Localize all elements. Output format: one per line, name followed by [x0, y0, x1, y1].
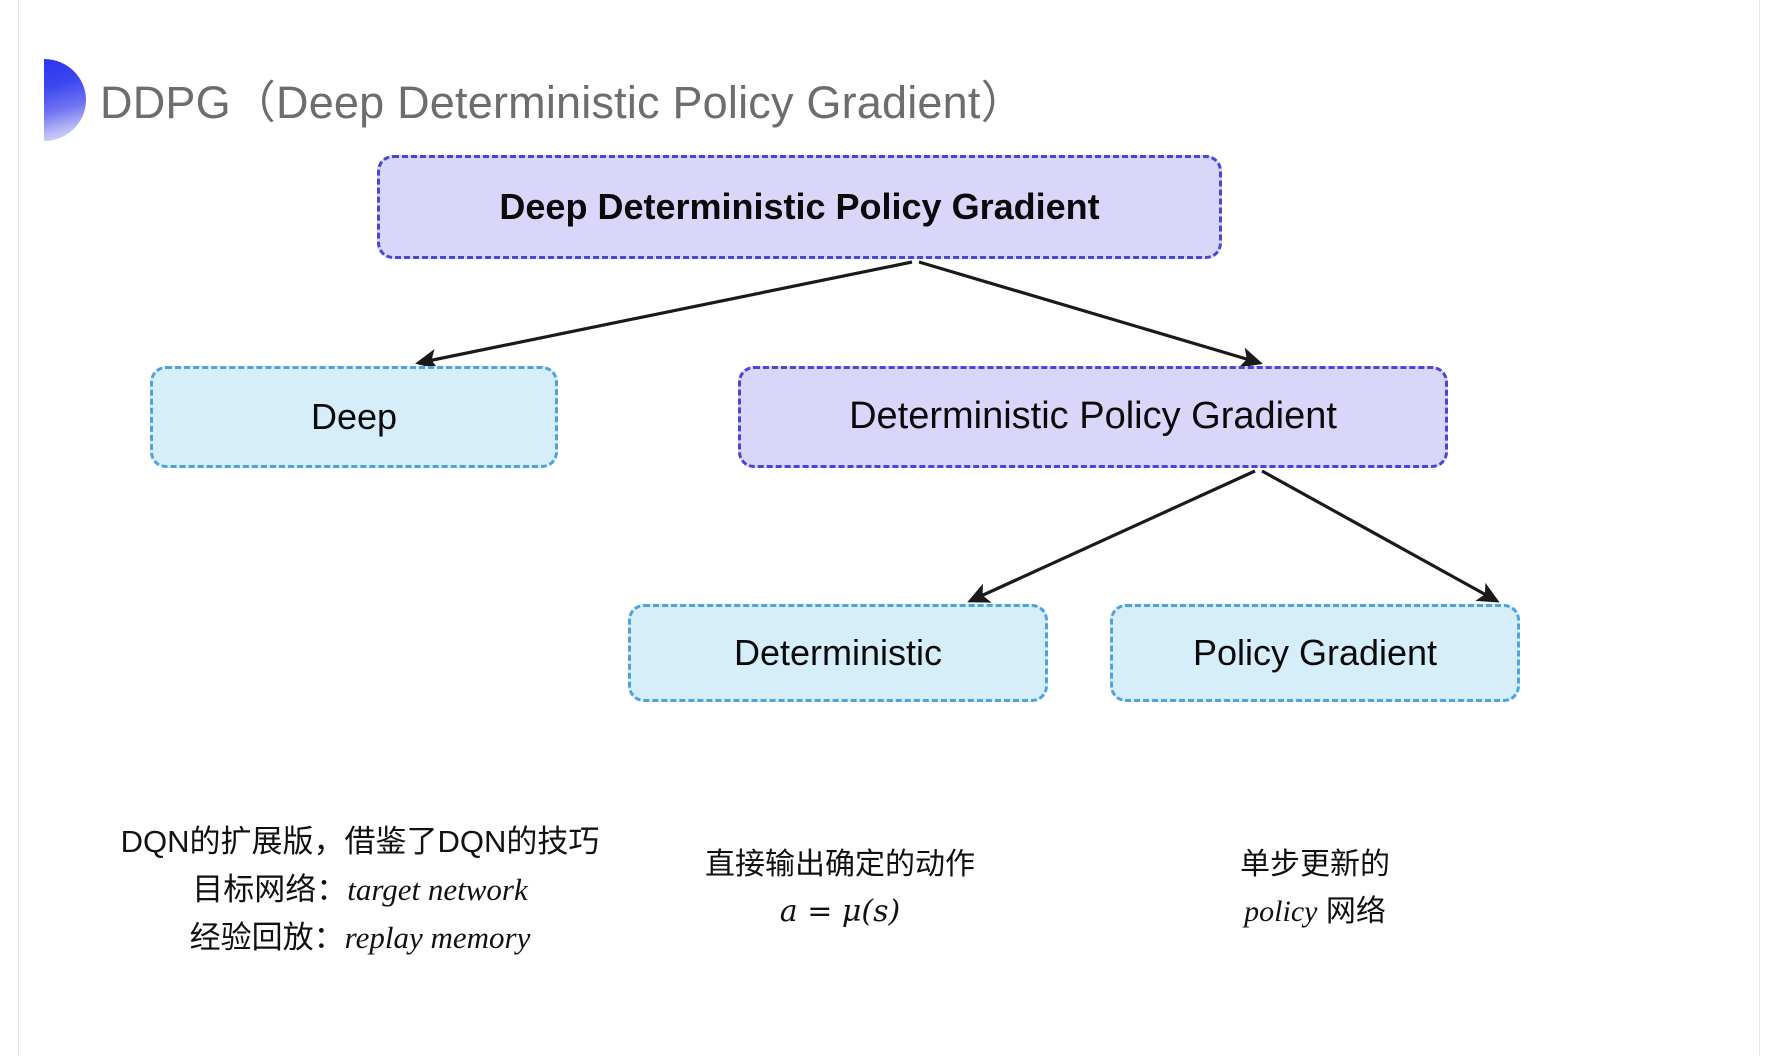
- slide-title-row: DDPG（Deep Deterministic Policy Gradient）: [44, 59, 1026, 141]
- caption-deterministic: 直接输出确定的动作 a = μ(s): [640, 842, 1040, 935]
- caption-policy-gradient-term: policy: [1244, 894, 1318, 928]
- caption-deep-line2: 目标网络：target network: [100, 866, 620, 914]
- slide-right-border: [1759, 0, 1760, 1056]
- caption-policy-gradient: 单步更新的 policy 网络: [1120, 842, 1510, 935]
- caption-deterministic-line1: 直接输出确定的动作: [705, 848, 975, 881]
- caption-policy-gradient-tail: 网络: [1317, 894, 1386, 928]
- caption-deep-line2-label: 目标网络：: [192, 872, 348, 908]
- caption-policy-gradient-line2: policy 网络: [1120, 889, 1510, 936]
- edge-root-to-dpg: [918, 260, 1263, 368]
- edge-dpg-to-policy-gradient: [1261, 469, 1500, 603]
- node-deterministic[interactable]: Deterministic: [628, 604, 1048, 702]
- caption-deep-line3-label: 经验回放：: [189, 920, 345, 956]
- slide-left-border: [18, 0, 19, 1056]
- node-deterministic-policy-gradient[interactable]: Deterministic Policy Gradient: [738, 366, 1448, 468]
- half-circle-gradient-bullet-icon: [44, 59, 86, 141]
- caption-deterministic-formula: a = μ(s): [779, 893, 901, 929]
- node-deep[interactable]: Deep: [150, 366, 558, 468]
- edge-dpg-to-deterministic: [967, 469, 1256, 603]
- node-policy-gradient[interactable]: Policy Gradient: [1110, 604, 1520, 702]
- page-title: DDPG（Deep Deterministic Policy Gradient）: [100, 76, 1026, 128]
- caption-policy-gradient-line1: 单步更新的: [1240, 848, 1390, 881]
- caption-deep-line1: DQN的扩展版，借鉴了DQN的技巧: [120, 824, 600, 859]
- caption-deep-line2-term: target network: [347, 872, 528, 908]
- node-deep-deterministic-policy-gradient[interactable]: Deep Deterministic Policy Gradient: [377, 155, 1222, 259]
- caption-deep: DQN的扩展版，借鉴了DQN的技巧 目标网络：target network 经验…: [100, 818, 620, 962]
- caption-deep-line3: 经验回放：replay memory: [100, 914, 620, 962]
- caption-deep-line3-term: replay memory: [344, 920, 531, 956]
- edge-root-to-deep: [415, 260, 913, 370]
